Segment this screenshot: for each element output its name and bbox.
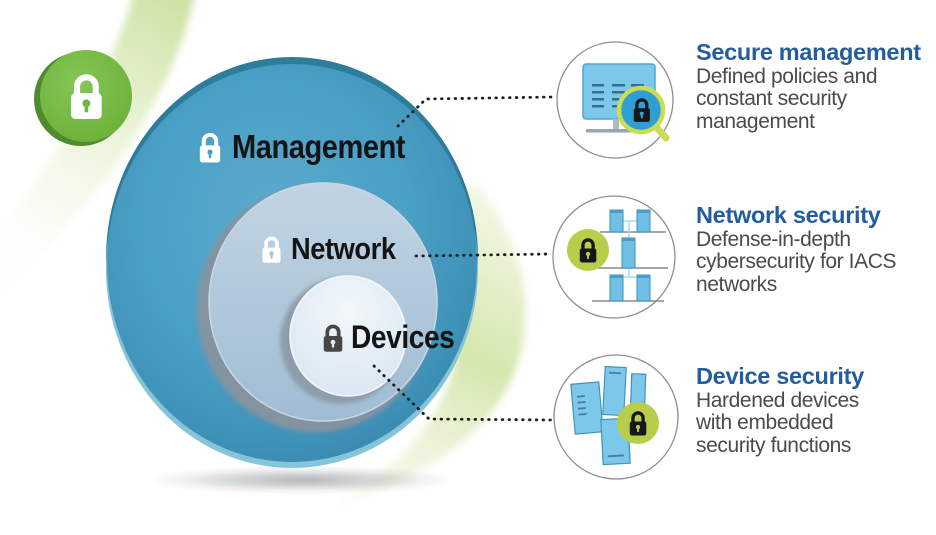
callout-circle-secure-management — [556, 41, 674, 159]
callout-line: Defense-in-depth — [696, 228, 851, 251]
green-lock-badge — [34, 50, 132, 146]
ring-label-management: Management — [196, 128, 429, 166]
callout-title: Secure management — [696, 39, 921, 65]
connector-network — [414, 252, 552, 258]
network-rack-lock-icon — [567, 209, 668, 302]
monitor-magnifier-lock-icon — [582, 63, 670, 142]
callout-line: cybersecurity for IACS — [696, 250, 897, 274]
callout-line: Hardened devices — [696, 389, 859, 412]
callout-line: management — [696, 109, 815, 133]
callout-text-secure-management: Secure management Defined policies and c… — [696, 39, 936, 133]
ring-label-devices-text: Devices — [351, 319, 455, 355]
ring-label-management-text: Management — [232, 128, 406, 165]
callout-text-device-security: Device security Hardened devices with em… — [696, 363, 936, 457]
connector-devices — [372, 364, 555, 422]
disc-shadow — [152, 467, 452, 493]
callout-line: with embedded — [696, 411, 834, 435]
callout-line: networks — [696, 272, 777, 296]
dotted-connectors — [372, 95, 555, 422]
callout-text-network-security: Network security Defense-in-depth cybers… — [696, 202, 936, 296]
callout-line: constant security — [696, 87, 847, 111]
callout-circle-device-security — [553, 354, 679, 480]
lock-icon — [259, 234, 284, 265]
ring-label-network-text: Network — [291, 231, 396, 266]
ring-label-devices: Devices — [320, 319, 468, 356]
callout-circle-network-security — [552, 195, 676, 319]
ring-label-network: Network — [259, 231, 410, 267]
callout-line: Defined policies and — [696, 65, 878, 88]
callout-title: Network security — [696, 202, 881, 228]
devices-lock-icon — [570, 365, 659, 466]
connector-management — [396, 95, 554, 128]
lock-icon — [320, 322, 346, 354]
lock-icon — [196, 130, 224, 165]
callout-title: Device security — [696, 363, 864, 389]
callout-line: security functions — [696, 433, 852, 457]
